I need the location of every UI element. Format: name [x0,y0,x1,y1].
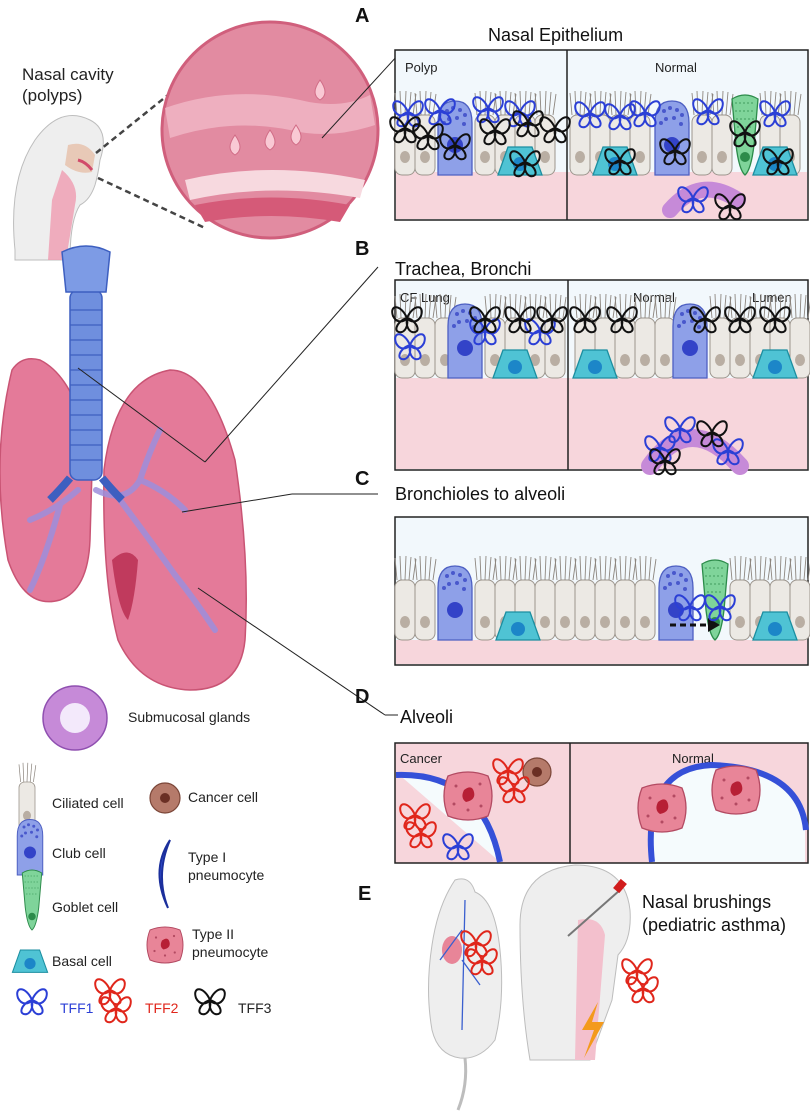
larynx [61,245,111,293]
legend-tff3: TFF3 [238,1000,272,1016]
legend-ciliated-cell: Ciliated cell [52,795,124,811]
submucosal-gland-icon [42,685,108,751]
panel-a-letter: A [355,5,369,27]
panel-b-title: Trachea, Bronchi [395,259,531,279]
legend-type2-line1: Type II [192,926,234,942]
panel-d-letter: D [355,686,369,708]
club-cell-icon [16,819,44,876]
panel-c-letter: C [355,468,369,490]
legend-tff1: TFF1 [60,1000,94,1016]
legend: Submucosal glands Ciliated cell Cancer c… [11,685,272,1022]
panel-b-lumen-label: Lumen [752,290,792,305]
panel-b-left-label: CF Lung [400,290,450,305]
leader-a1 [321,54,399,139]
cancer-cell-icon [149,782,181,814]
panel-e-letter: E [358,883,371,905]
cancer-cell-d [522,757,552,787]
panel-d-left-label: Cancer [400,751,443,766]
brushings-line1: Nasal brushings [642,892,771,912]
panel-c-title: Bronchioles to alveoli [395,484,565,504]
tff3-icon [194,988,226,1016]
nasal-cavity-line2: (polyps) [22,86,82,105]
panel-a-title: Nasal Epithelium [488,25,623,45]
head-illustration [13,115,104,261]
basal-cell-icon [11,949,49,973]
legend-type1-line1: Type I [188,849,226,865]
panel-c [394,516,810,666]
panel-b-letter: B [355,238,369,260]
brushings-line2: (pediatric asthma) [642,915,786,935]
child-head-illustration [519,864,658,1061]
nasal-cavity-line1: Nasal cavity [22,65,114,84]
leader-b1 [77,367,206,463]
goblet-cell-icon [21,869,43,931]
panel-d: Cancer Normal [394,742,809,864]
legend-basal-cell: Basal cell [52,953,112,969]
leader-c1 [181,493,293,513]
panel-b-right-label: Normal [633,290,675,305]
tff2-icon [95,979,131,1022]
panel-a-right-label: Normal [655,60,697,75]
legend-club-cell: Club cell [52,845,106,861]
gland-section-a [662,181,746,218]
legend-type2-line2: pneumocyte [192,944,268,960]
legend-goblet-cell: Goblet cell [52,899,118,915]
panel-b: CF Lung Normal Lumen [391,279,810,476]
leader-b2 [204,266,379,463]
legend-submucosal-glands: Submucosal glands [128,709,250,725]
nasal-cavity-label: Nasal cavity (polyps) [22,65,114,105]
nasal-zoom-circle [160,20,380,240]
legend-tff2: TFF2 [145,1000,179,1016]
legend-cancer-cell: Cancer cell [188,789,258,805]
zoom-line-upper [95,94,169,154]
type2-pneumocyte-icon [146,926,184,964]
leader-d1 [197,587,386,716]
mouse-illustration [428,878,503,1111]
lightning-icon [582,1002,604,1058]
panel-d-right-label: Normal [672,751,714,766]
panel-a-left-label: Polyp [405,60,438,75]
lungs-illustration [0,245,247,691]
legend-type1-line2: pneumocyte [188,867,264,883]
type1-pneumocyte-icon [158,839,171,909]
panel-d-title: Alveoli [400,707,453,727]
panel-a: Polyp Normal [389,49,809,221]
tff1-icon [16,988,48,1016]
